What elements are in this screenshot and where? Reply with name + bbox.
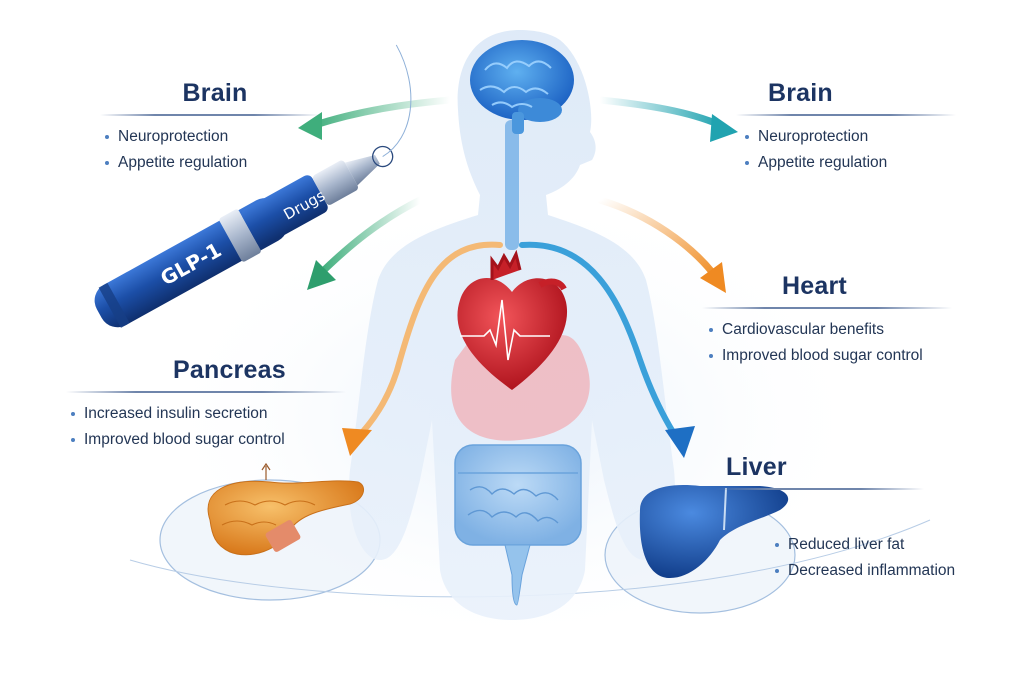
panel-liver: Liver [714, 452, 924, 490]
divider [714, 488, 924, 490]
pancreas-organ [207, 462, 365, 556]
arrow-brain-left-icon [298, 112, 322, 140]
panel-heart: Heart Cardiovascular benefits Improved b… [702, 271, 952, 369]
divider [100, 114, 320, 116]
divider [736, 114, 956, 116]
list-item: Improved blood sugar control [706, 343, 952, 369]
arrow-brain-right-icon [710, 114, 738, 142]
panel-title: Brain [182, 79, 248, 107]
panel-title: Brain [768, 79, 833, 107]
liver-benefit-list: Reduced liver fat Decreased inflammation [772, 532, 955, 584]
heart-organ [457, 249, 568, 390]
list-item: Increased insulin secretion [68, 401, 346, 427]
panel-title: Liver [726, 453, 787, 481]
panel-title: Heart [782, 272, 847, 300]
divider [66, 391, 346, 393]
liver-organ [639, 485, 789, 578]
arrow-heart-icon [700, 262, 726, 293]
benefit-list: Increased insulin secretion Improved blo… [68, 401, 346, 453]
list-item: Cardiovascular benefits [706, 317, 952, 343]
intestines-organ [454, 444, 582, 606]
brain-organ [470, 40, 574, 134]
panel-title: Pancreas [173, 356, 286, 384]
benefit-list: Neuroprotection Appetite regulation [742, 124, 956, 176]
benefit-list: Cardiovascular benefits Improved blood s… [706, 317, 952, 369]
benefit-list: Neuroprotection Appetite regulation [102, 124, 320, 176]
panel-brain-right: Brain Neuroprotection Appetite regulatio… [736, 78, 956, 176]
arrow-mid-left-icon [307, 260, 336, 290]
panel-brain-left: Brain Neuroprotection Appetite regulatio… [100, 78, 320, 176]
list-item: Appetite regulation [742, 150, 956, 176]
divider [702, 307, 952, 309]
list-item: Decreased inflammation [772, 558, 955, 584]
list-item: Reduced liver fat [772, 532, 955, 558]
list-item: Neuroprotection [102, 124, 320, 150]
list-item: Improved blood sugar control [68, 427, 346, 453]
list-item: Neuroprotection [742, 124, 956, 150]
glp1-pen [94, 44, 412, 328]
panel-pancreas: Pancreas Increased insulin secretion Imp… [66, 355, 346, 453]
list-item: Appetite regulation [102, 150, 320, 176]
